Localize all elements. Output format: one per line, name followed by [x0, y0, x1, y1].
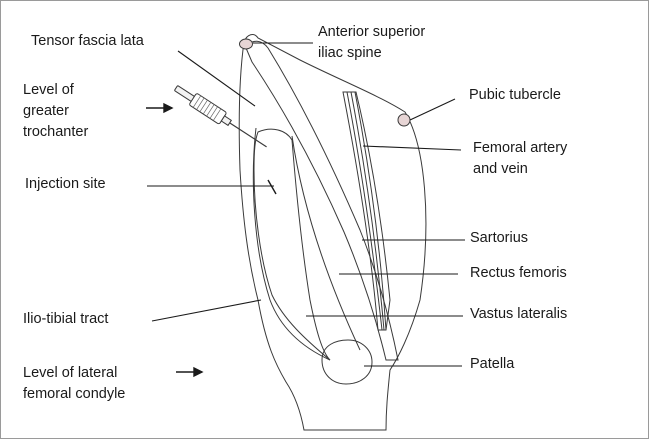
label-level-lateral-femoral-condyle: Level of lateral femoral condyle [23, 363, 125, 405]
arrow-right-icon-lateral-condyle [176, 368, 202, 376]
thigh-outline [239, 35, 426, 430]
pubic-tubercle-landmark [398, 114, 410, 126]
label-patella: Patella [470, 354, 514, 375]
leader-femoral-artery-vein [363, 146, 461, 150]
label-anterior-superior-iliac-spine: Anterior superior iliac spine [318, 22, 425, 64]
leader-pubic-tubercle [410, 99, 455, 120]
label-femoral-artery-vein: Femoral artery and vein [473, 138, 567, 180]
label-rectus-femoris: Rectus femoris [470, 263, 567, 284]
anterior-superior-iliac-spine-landmark [240, 39, 253, 49]
label-ilio-tibial-tract: Ilio-tibial tract [23, 309, 108, 330]
patella [322, 340, 372, 384]
label-injection-site: Injection site [25, 174, 106, 195]
label-level-greater-trochanter: Level of greater trochanter [23, 80, 88, 143]
vastus-lateralis-region [254, 129, 330, 360]
injection-site-marker [268, 180, 276, 194]
label-vastus-lateralis: Vastus lateralis [470, 304, 567, 325]
leader-ilio-tibial-tract [152, 300, 261, 321]
label-tensor-fascia-lata: Tensor fascia lata [31, 31, 144, 52]
lateral-vastus-edge [253, 128, 330, 360]
label-sartorius: Sartorius [470, 228, 528, 249]
sartorius-muscle [246, 41, 398, 360]
label-pubic-tubercle: Pubic tubercle [469, 85, 561, 106]
arrow-right-icon-greater-trochanter [146, 104, 172, 112]
